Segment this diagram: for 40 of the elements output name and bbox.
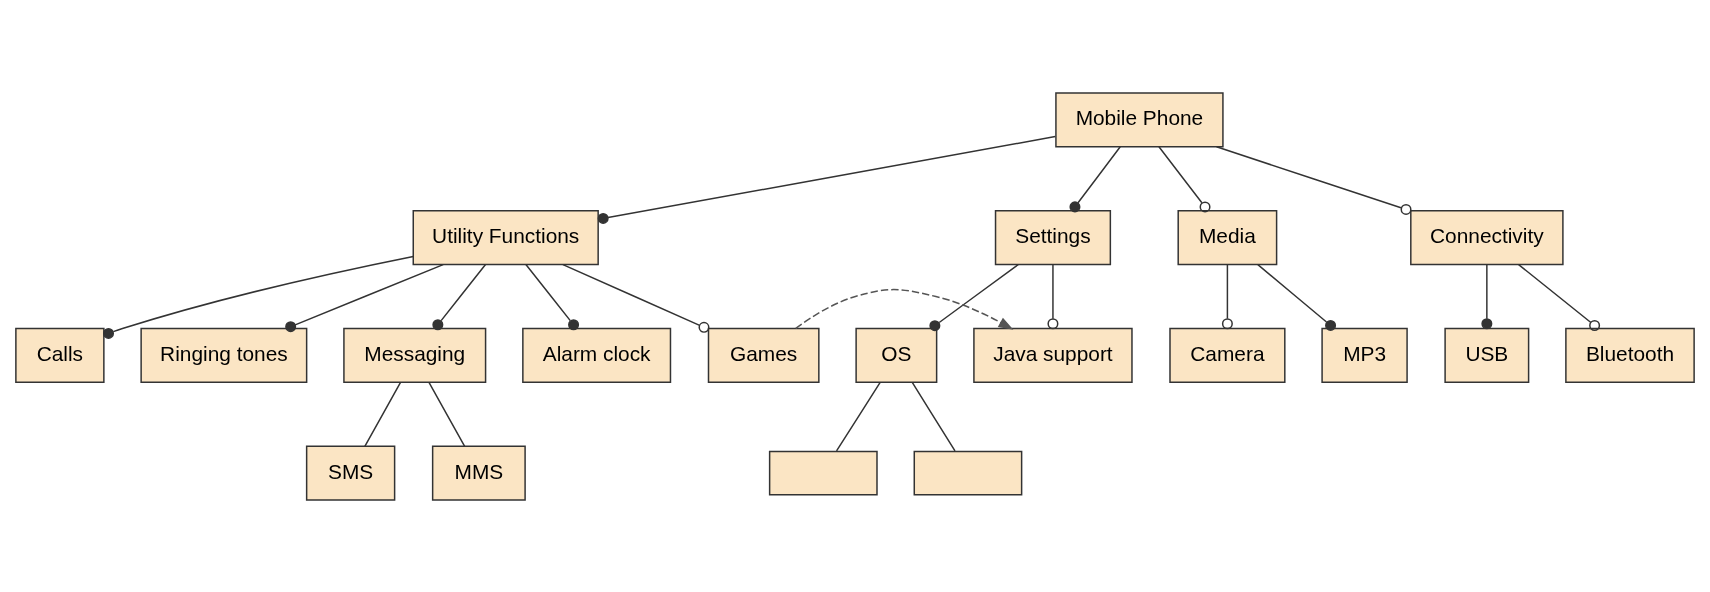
connector — [432, 263, 487, 330]
node-box: Alarm clock — [522, 327, 672, 383]
connector — [1047, 263, 1059, 329]
connector — [1257, 263, 1337, 331]
arrow — [795, 288, 1014, 330]
node-box: USB — [1444, 327, 1530, 383]
node-box — [768, 450, 878, 496]
connector — [1221, 263, 1233, 329]
node-box: Settings — [994, 209, 1112, 265]
connector — [562, 263, 710, 333]
node-box: Games — [707, 327, 820, 383]
node-box: Calls — [15, 327, 105, 383]
node-box: SMS — [305, 445, 396, 501]
connector — [1215, 145, 1412, 215]
connector — [597, 135, 1056, 224]
connector — [428, 381, 466, 447]
node-box: Camera — [1169, 327, 1286, 383]
node-box: Utility Functions — [412, 209, 599, 265]
connector — [835, 381, 881, 452]
node-box: Ringing tones — [140, 327, 308, 383]
node-box — [913, 450, 1023, 496]
connector — [1517, 263, 1601, 331]
node-box: Messaging — [343, 327, 487, 383]
node-box: Media — [1177, 209, 1278, 265]
connector — [525, 263, 580, 330]
connector — [929, 263, 1019, 331]
connector — [1069, 145, 1121, 212]
node-box: Bluetooth — [1565, 327, 1695, 383]
connector — [103, 255, 414, 339]
node-box: MMS — [431, 445, 526, 501]
node-box: Java support — [973, 327, 1133, 383]
connector — [1158, 145, 1211, 212]
node-box: Mobile Phone — [1055, 91, 1224, 147]
connector — [364, 381, 402, 447]
connector — [285, 263, 444, 332]
connector — [911, 381, 956, 452]
node-box: MP3 — [1321, 327, 1408, 383]
connector — [1481, 263, 1493, 329]
node-box: OS — [855, 327, 938, 383]
node-box: Connectivity — [1410, 209, 1564, 265]
